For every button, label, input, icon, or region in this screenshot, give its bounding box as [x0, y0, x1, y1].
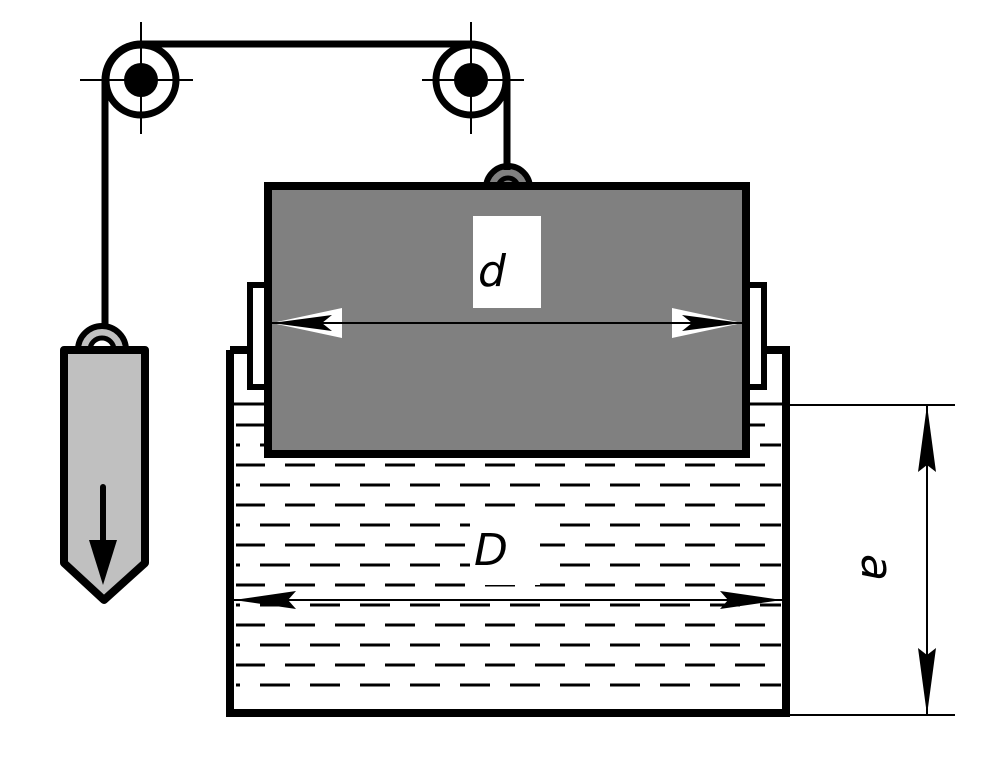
arrowhead-icon [918, 405, 936, 472]
tank [226, 346, 790, 717]
arrow-down-icon [89, 540, 117, 585]
label-d: d [478, 246, 507, 297]
pulley-left [80, 22, 193, 134]
arrowhead-icon [720, 591, 782, 609]
arrowhead-icon [682, 315, 742, 331]
counterweight [60, 346, 149, 604]
label-a: a [851, 554, 902, 581]
arrowhead-icon [234, 591, 296, 609]
arrowhead-icon [272, 315, 332, 331]
arrowhead-icon [918, 648, 936, 715]
pulley-right [422, 22, 524, 134]
label-D: D [474, 525, 508, 576]
